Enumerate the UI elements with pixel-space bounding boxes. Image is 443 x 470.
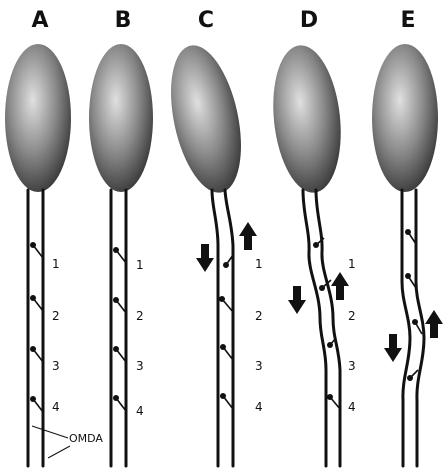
up-arrow xyxy=(425,310,443,338)
link-number: 4 xyxy=(52,400,60,414)
flagellum-rail-left xyxy=(303,190,326,466)
cell-head xyxy=(89,44,153,192)
link-number: 1 xyxy=(348,257,356,271)
up-arrow xyxy=(239,222,257,250)
link-number: 2 xyxy=(136,309,144,323)
link-number: 3 xyxy=(52,359,60,373)
nexin-link xyxy=(30,346,43,362)
link-number: 4 xyxy=(136,404,144,418)
nexin-link xyxy=(412,319,422,334)
flagellum-rail-left xyxy=(212,190,218,466)
nexin-link xyxy=(220,344,233,360)
panel-b: 1 2 3 4 xyxy=(89,44,153,466)
link-number: 1 xyxy=(255,257,263,271)
flagellum-rail-right xyxy=(225,190,233,466)
nexin-link xyxy=(407,370,418,381)
link-number: 2 xyxy=(52,309,60,323)
nexin-link xyxy=(219,296,233,312)
panel-label-e: E xyxy=(400,8,415,33)
cell-head xyxy=(159,39,253,199)
cell-head xyxy=(372,44,438,192)
nexin-link xyxy=(30,242,43,258)
nexin-link xyxy=(30,396,43,412)
nexin-link xyxy=(405,229,416,244)
panel-label-d: D xyxy=(300,8,318,33)
panel-a: 1 2 3 4 xyxy=(5,44,71,466)
omda-pointer xyxy=(32,426,68,438)
cell-head xyxy=(5,44,71,192)
panel-c: 1 2 3 4 xyxy=(159,39,263,466)
panel-d: 1 2 3 4 xyxy=(266,42,355,466)
omda-pointer xyxy=(48,446,70,458)
link-number: 3 xyxy=(348,359,356,373)
link-number: 2 xyxy=(255,309,263,323)
nexin-link xyxy=(405,273,416,288)
nexin-link xyxy=(220,393,233,409)
nexin-link xyxy=(113,247,126,263)
nexin-link xyxy=(113,297,126,313)
nexin-link xyxy=(30,295,43,311)
down-arrow xyxy=(196,244,214,272)
omda-label: OMDA xyxy=(69,432,103,445)
link-number: 2 xyxy=(348,309,356,323)
panel-label-c: C xyxy=(198,8,214,33)
panel-label-b: B xyxy=(115,8,132,33)
nexin-link xyxy=(113,346,126,362)
link-number: 3 xyxy=(255,359,263,373)
up-arrow xyxy=(331,272,349,300)
link-number: 3 xyxy=(136,359,144,373)
down-arrow xyxy=(288,286,306,314)
down-arrow xyxy=(384,334,402,362)
nexin-link xyxy=(327,394,340,409)
link-number: 4 xyxy=(348,400,356,414)
link-number: 4 xyxy=(255,400,263,414)
cell-head xyxy=(266,42,347,196)
flagellum-rail-right xyxy=(416,190,424,466)
panel-e xyxy=(372,44,443,466)
nexin-link xyxy=(113,395,126,411)
link-number: 1 xyxy=(52,257,60,271)
link-number: 1 xyxy=(136,258,144,272)
panel-label-a: A xyxy=(31,8,48,33)
